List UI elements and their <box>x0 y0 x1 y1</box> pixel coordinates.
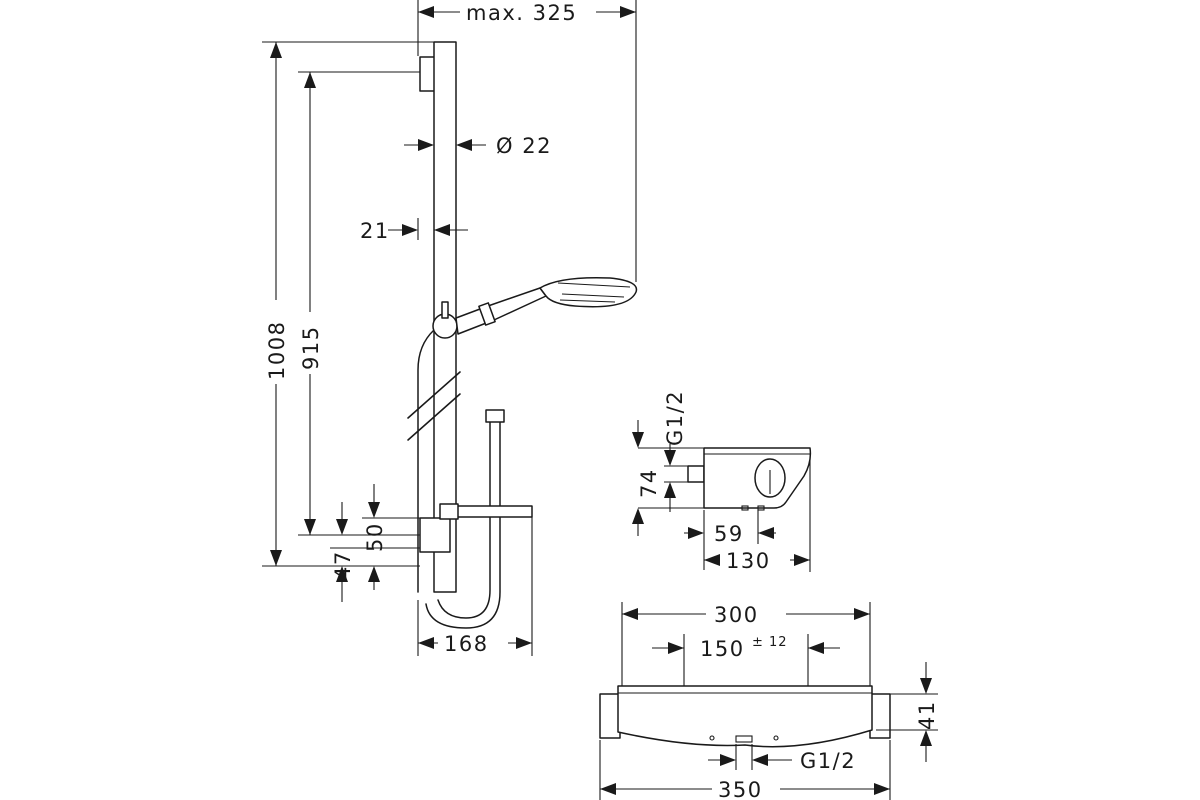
dim-g12-side-label: G1/2 <box>663 390 687 446</box>
thermostat-right-cap <box>869 693 891 739</box>
thermostat-dot-1 <box>709 735 715 741</box>
shower-hose <box>437 421 491 619</box>
shower-head-nozzles-1 <box>561 293 625 298</box>
rail-lower-curve <box>417 329 435 593</box>
dim-350-label: 350 <box>718 778 763 800</box>
shower-head-face <box>557 282 631 288</box>
thermostat-side-view <box>687 447 812 511</box>
dim-g12-inner <box>664 444 688 512</box>
thermostat-inlet-stub <box>687 465 705 483</box>
rail-break-mark-1 <box>407 371 461 419</box>
dim-max-325-label: max. 325 <box>466 1 577 25</box>
dim-50: 50 <box>362 484 420 590</box>
dim-130: 130 <box>704 460 811 573</box>
thermostat-dot-2 <box>773 735 779 741</box>
soap-shelf-clip <box>439 503 459 520</box>
thermostat-left-cap <box>599 693 621 739</box>
dim-168-label: 168 <box>444 632 489 656</box>
dim-1008-label: 1008 <box>265 321 289 380</box>
dim-g12-bottom-label: G1/2 <box>800 749 856 773</box>
dim-50-label: 50 <box>363 522 387 552</box>
dim-350: 350 <box>599 740 891 800</box>
shower-head-nozzles-2 <box>559 299 616 303</box>
dim-150-label: 150 <box>700 637 745 661</box>
dim-74-label: 74 <box>637 468 661 498</box>
bottom-wall-bracket <box>419 517 451 553</box>
dim-41-label: 41 <box>915 700 939 730</box>
dim-diameter-22-label: Ø 22 <box>496 134 552 158</box>
dim-915: 915 <box>298 71 420 536</box>
thermostat-outlet-2 <box>757 505 765 511</box>
slider-pin <box>441 301 449 319</box>
dim-150-tolerance: ± 12 <box>752 635 788 650</box>
hand-shower-collar <box>478 302 496 326</box>
thermostat-outlet-1 <box>741 505 749 511</box>
dim-150: 150 ± 12 <box>652 634 840 686</box>
hose-connector <box>485 409 505 423</box>
dim-g12-bottom: G1/2 <box>708 744 856 773</box>
dim-130-label: 130 <box>726 549 771 573</box>
shower-hose-outer <box>425 421 501 629</box>
dim-41: 41 <box>876 662 939 762</box>
dim-168: 168 <box>417 517 533 656</box>
thermostat-outlet-front <box>735 735 753 743</box>
thermostat-front-view <box>599 685 891 748</box>
rail-break-mark-2 <box>407 393 461 441</box>
thermostat-body-front <box>617 685 873 748</box>
dim-1008: 1008 <box>262 41 434 567</box>
dim-47: 47 <box>330 502 420 602</box>
dim-915-label: 915 <box>299 325 323 370</box>
dim-diameter-22: Ø 22 <box>404 134 552 158</box>
dim-21: 21 <box>360 218 468 243</box>
dim-59-label: 59 <box>714 522 744 546</box>
shower-rail-assembly <box>407 41 638 629</box>
dim-74: 74 <box>632 420 704 536</box>
dim-47-label: 47 <box>331 550 355 580</box>
dim-300-label: 300 <box>714 603 759 627</box>
dim-21-label: 21 <box>360 219 390 243</box>
hand-shower-head <box>539 276 638 308</box>
hand-shower-handle <box>455 287 547 335</box>
dim-max-325: max. 325 <box>417 0 637 282</box>
dim-300: 300 <box>621 602 871 686</box>
soap-shelf <box>455 505 533 518</box>
